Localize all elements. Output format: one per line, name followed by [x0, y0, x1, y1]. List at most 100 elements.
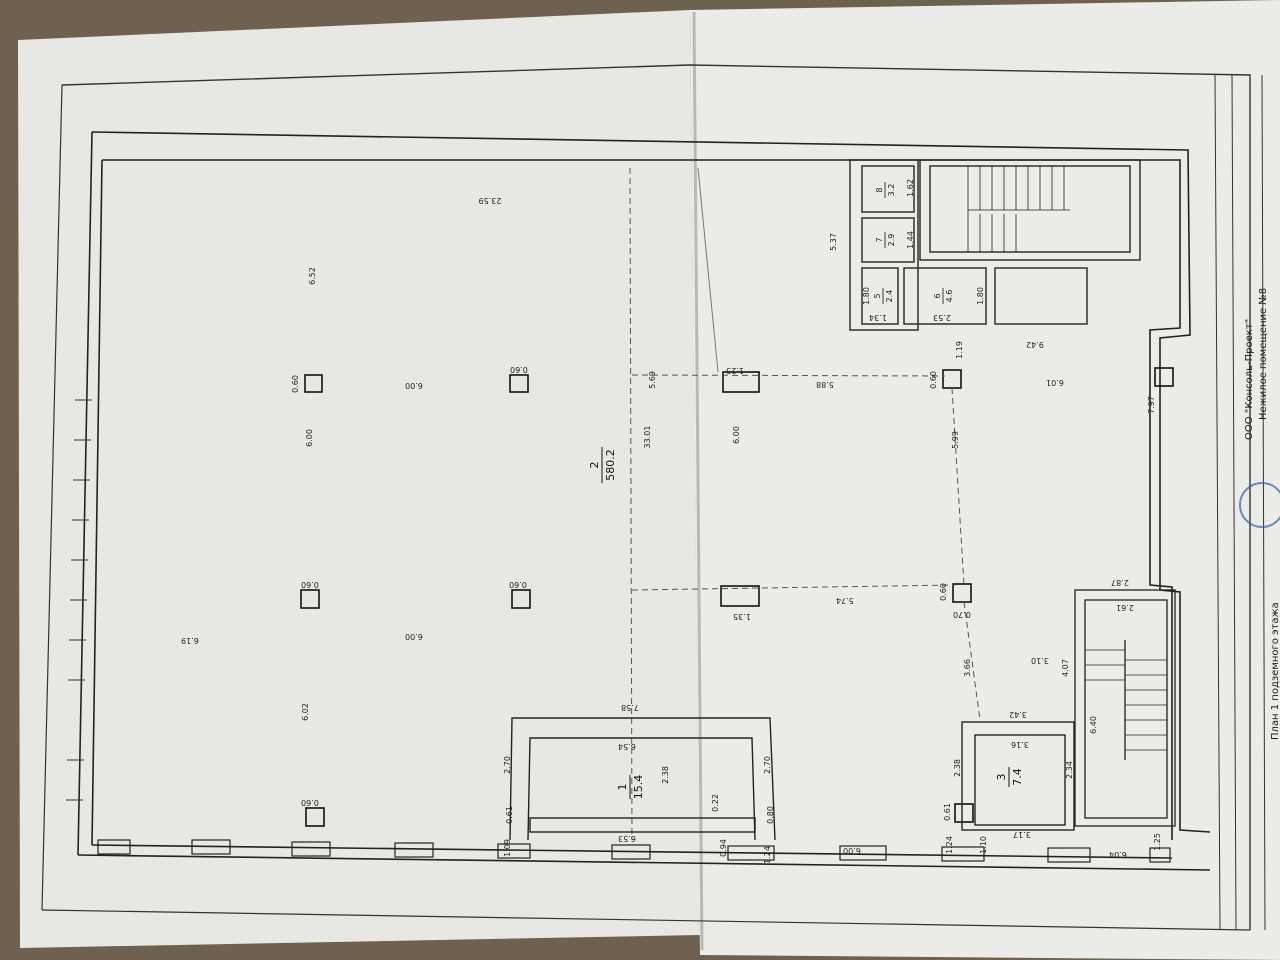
dim-r-3-42: 3.42 — [1009, 710, 1027, 719]
room-1-outline — [509, 717, 776, 841]
dim-r-0-70: 0.70 — [953, 610, 971, 619]
dim-r-1-10: 1.10 — [979, 836, 988, 854]
dim-center-width: 33.01 — [643, 426, 652, 449]
frame-left — [41, 84, 63, 911]
dim-col-size-6: 0.60 — [929, 371, 938, 389]
lower-right-stair — [1074, 589, 1176, 827]
title-plan-caption: План 1 подземного этажа — [1270, 602, 1280, 740]
dim-col-span-a: 6.00 — [405, 381, 423, 390]
dim-r-2-70b: 2.70 — [763, 756, 772, 774]
room-7-number: 7 — [875, 237, 884, 242]
building-outline — [77, 131, 1211, 871]
frame-bottom — [41, 909, 1251, 931]
room-5-area: 2.4 — [885, 290, 894, 303]
dim-r-1-24b: 1.24 — [763, 846, 772, 864]
dim-r-stair-w: 2.87 — [1111, 578, 1129, 587]
dim-col-size-5: 0.60 — [301, 798, 319, 807]
dim-r-1-35: 1.35 — [733, 612, 751, 621]
dim-r-6-54: 6.54 — [618, 742, 636, 751]
beams — [629, 167, 981, 841]
dim-r-2-34: 2.34 — [1065, 761, 1074, 779]
dim-r-2-53: 2.53 — [933, 313, 951, 322]
stamp-seal — [1239, 482, 1280, 528]
dim-r-low: 3.10 — [1031, 656, 1049, 665]
paper-fold — [692, 11, 704, 951]
room-2-label: 2 580.2 — [588, 447, 617, 483]
dim-r-3-66: 3.66 — [963, 659, 972, 677]
dim-left-c: 6.02 — [301, 703, 310, 721]
dim-r-2-38b: 2.38 — [661, 766, 670, 784]
room-2-area: 580.2 — [604, 449, 617, 481]
room-5-number: 5 — [873, 293, 882, 298]
room-6-number: 6 — [933, 293, 942, 298]
dim-r-1-34: 1.34 — [869, 313, 887, 322]
room-1-number: 1 — [616, 784, 629, 791]
dim-r-1-80b: 1.80 — [976, 287, 985, 305]
dim-r-1-25: 1.25 — [726, 366, 744, 375]
title-premises: Нежилое помещение №8 — [1258, 288, 1269, 420]
room-2-number: 2 — [588, 462, 601, 469]
dim-col-span-c: 6.00 — [405, 632, 423, 641]
dim-r-1-80a: 1.80 — [862, 287, 871, 305]
dim-r-right: 7.97 — [1147, 396, 1156, 414]
title-company: ООО "Консоль-Проект" — [1244, 319, 1255, 440]
room-8-area: 3.2 — [887, 184, 896, 197]
dim-r-6-04: 6.04 — [1109, 850, 1127, 859]
dim-col-size-2: 0.60 — [510, 365, 528, 374]
room-3-number: 3 — [995, 774, 1008, 781]
room-8-label: 8 3.2 — [875, 182, 896, 198]
dimension-labels: 23.59 6.52 6.19 6.02 6.00 6.00 6.00 6.00… — [181, 179, 1162, 864]
dim-col-span-b: 6.00 — [305, 429, 314, 447]
dim-col-span-e: 6.00 — [843, 846, 861, 855]
dim-r-0-61b: 0.61 — [505, 806, 514, 824]
dim-r-1-24a: 1.24 — [945, 836, 954, 854]
room-3-label: 3 7.4 — [995, 767, 1024, 787]
upper-stair — [967, 166, 1070, 252]
dim-r-0-61a: 0.61 — [943, 803, 952, 821]
dim-r-1-19: 1.19 — [955, 341, 964, 359]
dim-col-span-d: 6.00 — [732, 426, 741, 444]
room-1-label: 1 15.4 — [616, 775, 645, 800]
dim-r-upper: 6.01 — [1046, 378, 1064, 387]
dim-col-size-7: 0.60 — [939, 583, 948, 601]
dim-left-a: 6.52 — [308, 267, 317, 285]
dim-r-5-37: 5.37 — [829, 233, 838, 251]
title-block: ООО "Консоль-Проект" Нежилое помещение №… — [1214, 74, 1280, 931]
room-8-number: 8 — [875, 187, 884, 192]
bottom-wall-windows — [97, 839, 1171, 863]
dim-lower-span: 5.74 — [836, 596, 854, 605]
dim-right-span: 5.99 — [951, 431, 960, 449]
upper-right-rooms — [849, 159, 1141, 331]
dim-r-1-44: 1.44 — [906, 231, 915, 249]
dim-r-3-17: 3.17 — [1013, 830, 1031, 839]
dim-r-stair-h2: 6.40 — [1089, 716, 1098, 734]
dim-col-size-1: 0.60 — [291, 375, 300, 393]
dim-r-1-09: 1.09 — [503, 839, 512, 857]
dim-upper-span: 5.69 — [648, 371, 657, 389]
dim-r-9-42: 9.42 — [1026, 340, 1044, 349]
dim-r-0-80: 0.80 — [766, 806, 775, 824]
dim-r-6-53: 6.53 — [618, 834, 636, 843]
room-6-area: 4.6 — [945, 290, 954, 303]
dim-r-1-62: 1.62 — [906, 179, 915, 197]
dim-r-2-38a: 2.38 — [953, 759, 962, 777]
dim-col-size-4: 0.60 — [509, 580, 527, 589]
dim-r-stair-in: 2.61 — [1116, 603, 1134, 612]
room-1-area: 15.4 — [632, 775, 645, 800]
frame-border — [61, 64, 1251, 930]
dim-col-size-3: 0.60 — [301, 580, 319, 589]
room-7-label: 7 2.9 — [875, 232, 896, 248]
room-7-area: 2.9 — [887, 234, 896, 247]
dim-r-7-58: 7.58 — [621, 703, 639, 712]
room-5-label: 5 2.4 — [873, 288, 894, 304]
paper-left-sheet — [18, 10, 700, 948]
left-wall-windows — [66, 399, 92, 801]
room-3-area: 7.4 — [1011, 768, 1024, 786]
dim-r-0-22: 0.22 — [711, 794, 720, 812]
dim-r-1-25b: 1.25 — [1153, 833, 1162, 851]
dim-top-length: 23.59 — [479, 196, 502, 205]
dim-r-stair-h: 4.07 — [1061, 659, 1070, 677]
dim-r-2-70a: 2.70 — [503, 756, 512, 774]
